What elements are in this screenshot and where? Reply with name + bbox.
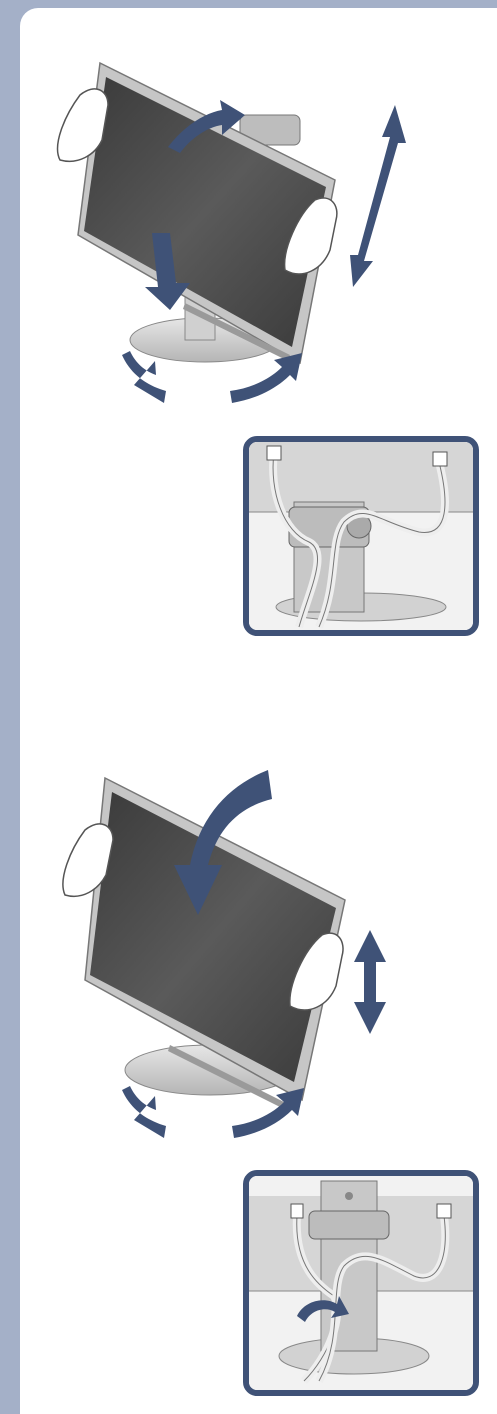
monitor-adjustment-figure-2 — [40, 770, 420, 1150]
monitor-adjustment-figure-1 — [40, 55, 420, 415]
swivel-left-arrow-icon — [122, 1086, 166, 1138]
cable-holder-inset-2 — [243, 1170, 479, 1396]
monitor-illustration-2 — [40, 770, 420, 1150]
connector-icon — [291, 1204, 303, 1218]
cable-holder-illustration-2 — [249, 1176, 473, 1390]
connector-icon — [267, 446, 281, 460]
swivel-right-arrow-icon — [230, 353, 302, 403]
cable-holder-illustration-1 — [249, 442, 473, 630]
height-adjust-arrow-icon — [354, 930, 386, 1034]
height-adjust-arrow-icon — [350, 105, 406, 287]
monitor-illustration-1 — [40, 55, 420, 415]
swivel-left-arrow-icon — [122, 351, 166, 403]
cable-holder-inset-1 — [243, 436, 479, 636]
